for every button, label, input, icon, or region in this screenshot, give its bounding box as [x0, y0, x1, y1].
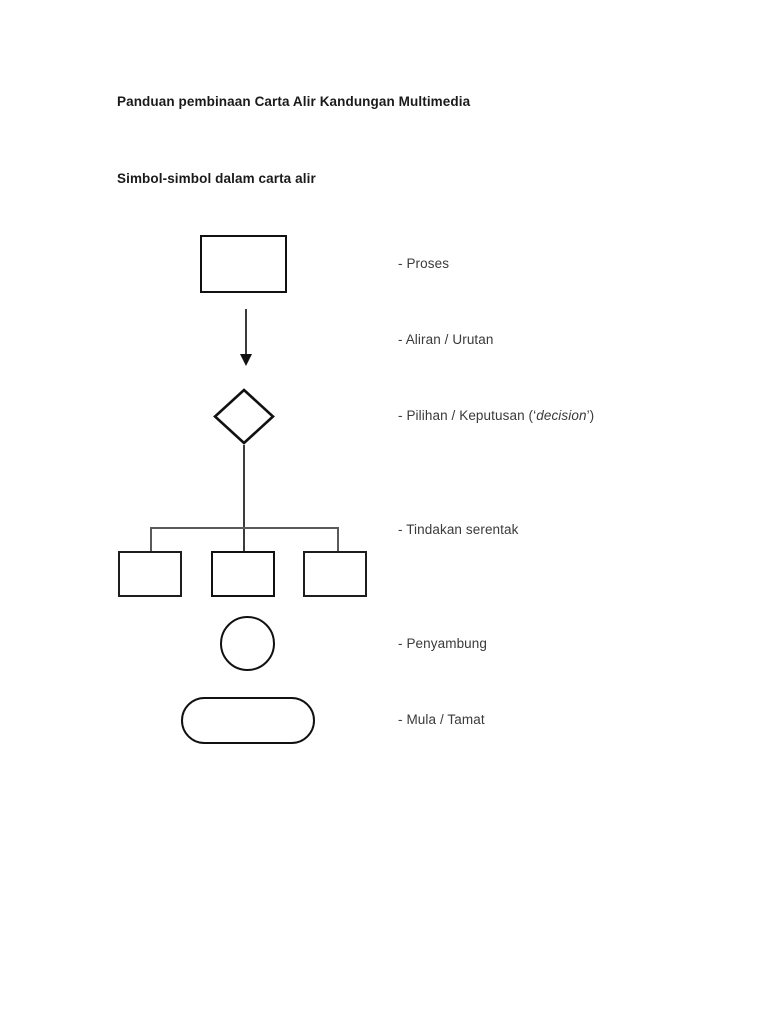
arrow-head-icon [240, 354, 252, 366]
arrow-stem [245, 309, 247, 356]
fork-drop-line-right [337, 527, 339, 551]
fork-drop-line-left [150, 527, 152, 551]
legend-label-penyambung: - Penyambung [398, 636, 488, 651]
decision-label-prefix: - Pilihan / Keputusan (‘ [398, 408, 537, 423]
legend-label-mula-tamat: - Mula / Tamat [398, 712, 485, 727]
flow-arrow-symbol [240, 309, 252, 367]
fork-box-middle [211, 551, 275, 597]
legend-label-tindakan-serentak: - Tindakan serentak [398, 522, 519, 537]
decision-label-suffix: ’) [586, 408, 595, 423]
decision-label-emphasis: decision [536, 408, 587, 423]
fork-stem-line [243, 445, 245, 551]
legend-label-aliran-urutan: - Aliran / Urutan [398, 332, 494, 347]
connector-circle-symbol [220, 616, 275, 671]
section-heading: Simbol-simbol dalam carta alir [117, 171, 316, 186]
start-end-stadium-symbol [181, 697, 315, 744]
decision-diamond-symbol [213, 388, 275, 445]
fork-bus-line [150, 527, 338, 529]
fork-box-left [118, 551, 182, 597]
fork-box-right [303, 551, 367, 597]
process-rectangle-symbol [200, 235, 287, 293]
concurrent-action-fork-symbol [110, 445, 380, 605]
page-title: Panduan pembinaan Carta Alir Kandungan M… [117, 94, 471, 109]
legend-label-proses: - Proses [398, 256, 450, 271]
legend-label-pilihan-keputusan: - Pilihan / Keputusan (‘decision’) [398, 408, 594, 423]
